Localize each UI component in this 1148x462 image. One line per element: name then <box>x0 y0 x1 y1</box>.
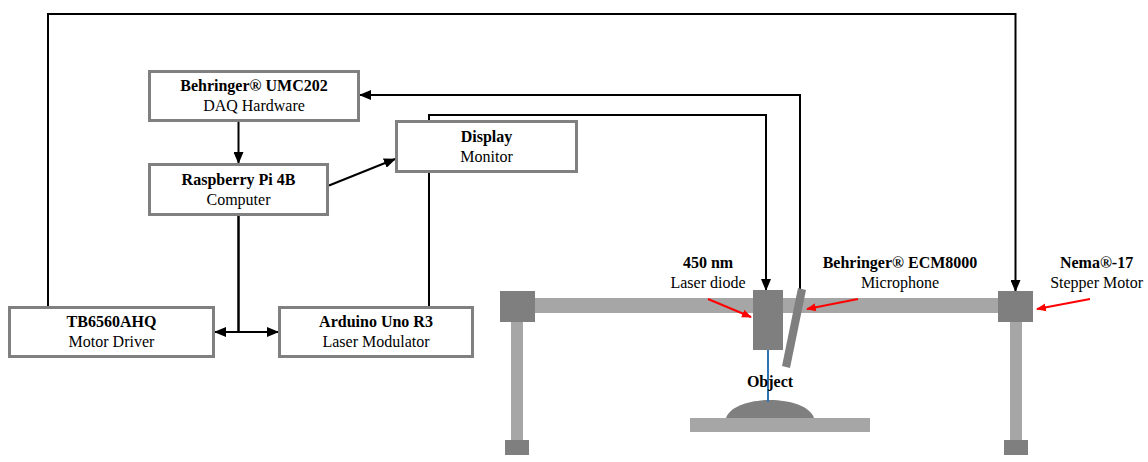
stepper-motor-body <box>998 291 1033 322</box>
rail-end-block <box>500 291 535 322</box>
part-role: Laser Modulator <box>322 332 429 352</box>
signal-connector <box>48 14 1016 306</box>
signal-connector <box>429 115 766 306</box>
signal-connector <box>238 122 240 163</box>
part-name: Nema®-17 <box>1050 253 1143 273</box>
laser-diode-shape <box>753 290 783 350</box>
object-base <box>690 418 870 432</box>
leader-arrow <box>1037 299 1090 309</box>
part-role: Laser diode <box>670 273 745 293</box>
stepper-motor-shape <box>998 291 1033 322</box>
part-name: TB6560AHQ <box>67 312 157 332</box>
daq-box: Behringer® UMC202DAQ Hardware <box>148 70 360 122</box>
signal-connector <box>239 216 279 332</box>
part-name: Raspberry Pi 4B <box>182 170 296 190</box>
microphone-body <box>782 288 806 368</box>
left-leg <box>511 321 523 441</box>
part-label: Nema®-17Stepper Motor <box>1050 253 1143 293</box>
leader-arrow <box>807 299 858 309</box>
part-role: DAQ Hardware <box>203 96 305 116</box>
leader-arrow <box>708 299 751 317</box>
signal-connector <box>215 216 239 332</box>
part-role: Microphone <box>823 273 978 293</box>
stepper-motor: Nema®-17Stepper Motor <box>998 291 1033 322</box>
laser-diode: 450 nmLaser diode <box>753 290 783 350</box>
computer-box: Raspberry Pi 4BComputer <box>148 163 329 216</box>
laser-diode-body <box>753 290 783 350</box>
object-dome <box>726 400 814 418</box>
modulator-box: Arduino Uno R3Laser Modulator <box>278 306 474 358</box>
microphone-shape <box>782 288 806 368</box>
part-role: Computer <box>207 190 271 210</box>
part-name: Behringer® ECM8000 <box>823 253 978 273</box>
signal-connector <box>360 95 800 290</box>
left-foot <box>505 440 529 455</box>
part-role: Monitor <box>460 147 512 167</box>
part-label: Behringer® ECM8000Microphone <box>823 253 978 293</box>
microphone: Behringer® ECM8000Microphone <box>782 288 806 368</box>
part-name: Behringer® UMC202 <box>180 76 327 96</box>
part-name: Display <box>461 127 513 147</box>
part-label: 450 nmLaser diode <box>670 253 745 293</box>
part-role: Motor Driver <box>69 332 155 352</box>
part-name: Arduino Uno R3 <box>319 312 433 332</box>
driver-box: TB6560AHQMotor Driver <box>8 306 215 358</box>
right-foot <box>1004 440 1028 455</box>
right-leg <box>1010 321 1022 441</box>
signal-connector <box>329 159 395 186</box>
display-box: DisplayMonitor <box>395 120 578 173</box>
object-label: Object <box>747 372 793 392</box>
part-role: Stepper Motor <box>1050 273 1143 293</box>
part-name: 450 nm <box>670 253 745 273</box>
